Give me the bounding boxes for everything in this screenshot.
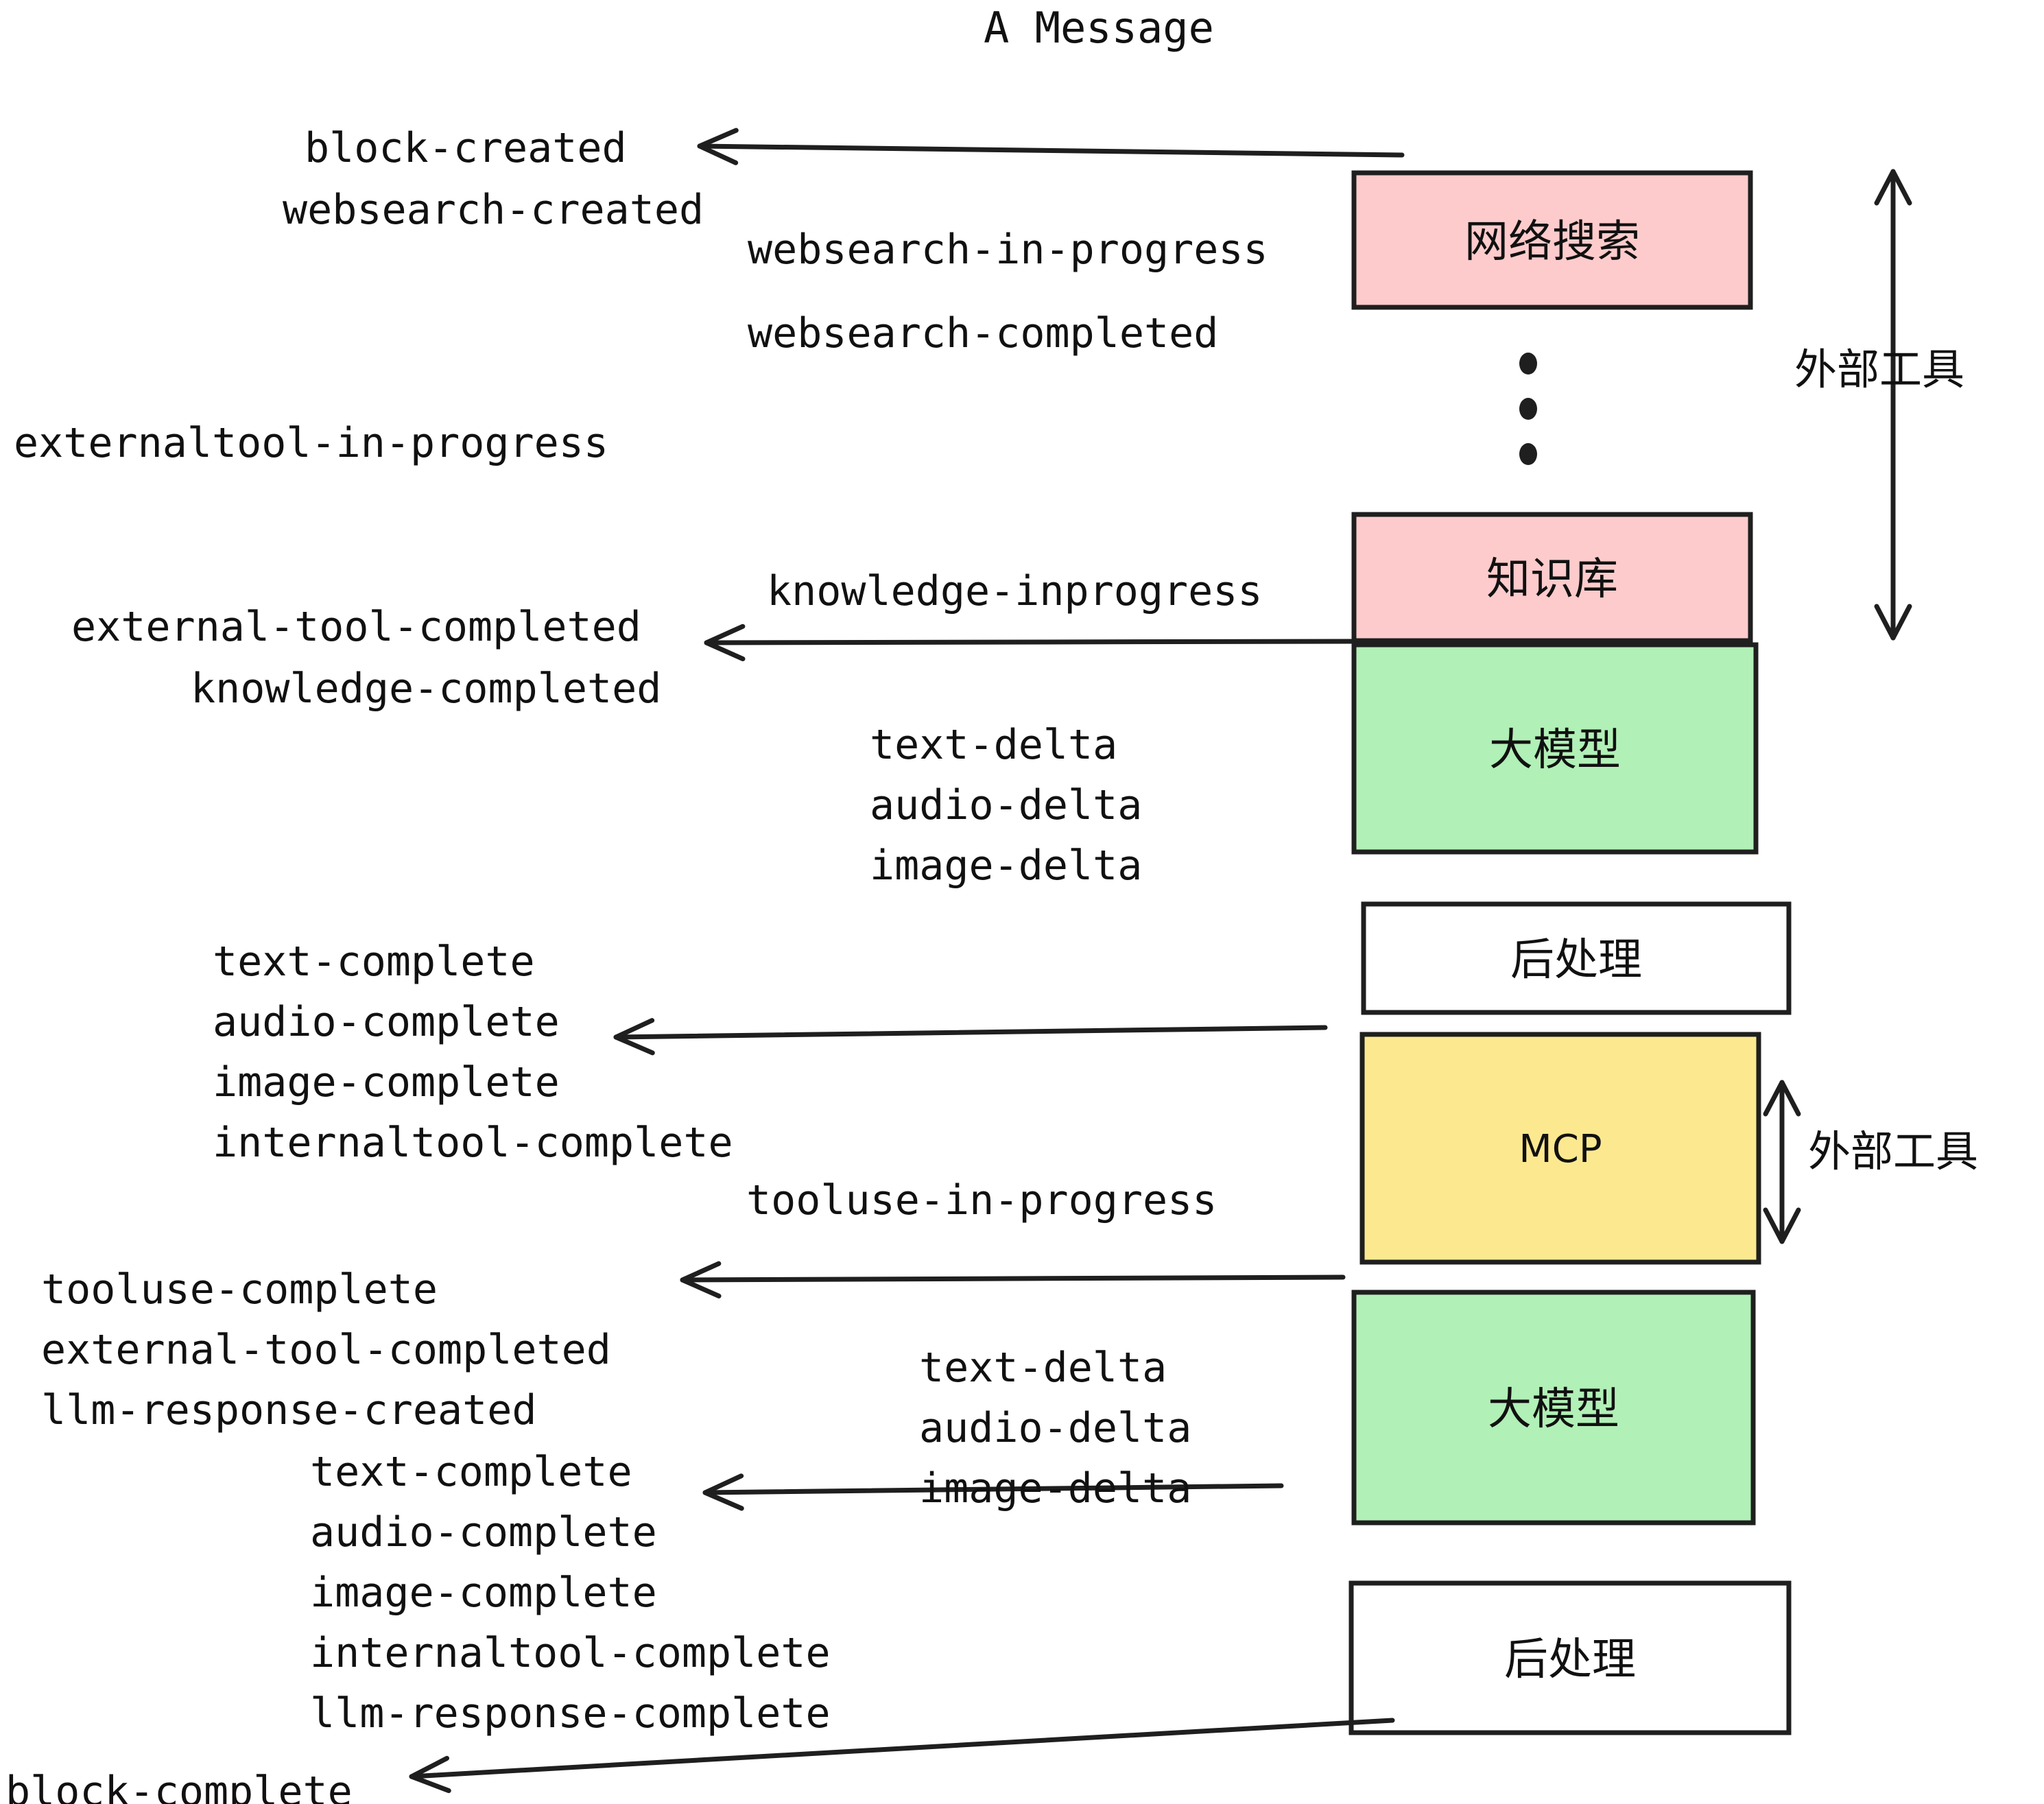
event-group-group-j: text-delta audio-delta image-delta bbox=[919, 1344, 1191, 1512]
external-tool-group-label: 外部工具 bbox=[1794, 344, 1964, 394]
node-websearch[interactable]: 网络搜索 bbox=[1351, 170, 1753, 310]
external-tool-group-label: 外部工具 bbox=[1808, 1126, 1978, 1176]
event-label: image-delta bbox=[870, 842, 1142, 890]
external-tool-range-top bbox=[1874, 169, 1912, 641]
node-knowledge-label: 知识库 bbox=[1486, 554, 1618, 605]
node-post-top-rect bbox=[1361, 901, 1792, 1015]
event-group-group-d: knowledge-inprogress bbox=[767, 567, 1262, 615]
block-created-arrow bbox=[697, 128, 1405, 165]
event-group-group-i: tooluse-complete external-tool-completed l… bbox=[41, 1266, 611, 1434]
node-websearch-rect bbox=[1351, 170, 1753, 310]
block-complete-arrow bbox=[409, 1718, 1395, 1794]
node-knowledge[interactable]: 知识库 bbox=[1351, 512, 1753, 643]
external-tool-range-bottom bbox=[1763, 1080, 1801, 1244]
image-complete-arrow-head-icon bbox=[613, 1018, 655, 1056]
event-label: tooluse-complete bbox=[41, 1266, 438, 1314]
event-label: audio-complete bbox=[310, 1508, 657, 1556]
event-label: image-complete bbox=[213, 1058, 560, 1106]
node-post-top[interactable]: 后处理 bbox=[1361, 901, 1792, 1015]
node-llm-top-rect bbox=[1351, 642, 1759, 855]
node-llm-bottom-label: 大模型 bbox=[1488, 1384, 1619, 1435]
event-group-group-a: block-created websearch-created bbox=[283, 124, 704, 234]
external-tool-range-bottom-up-head-icon bbox=[1763, 1080, 1801, 1117]
event-labels-group: block-created websearch-created websearch-… bbox=[5, 124, 1268, 1804]
event-label: text-complete bbox=[310, 1448, 632, 1496]
block-created-arrow-line bbox=[697, 143, 1405, 158]
external-tool-range-top-up-head-icon bbox=[1874, 169, 1912, 206]
event-group-group-c: externaltool-in-progress bbox=[14, 419, 608, 467]
node-mcp-rect bbox=[1359, 1032, 1761, 1265]
diagram-title: A Message bbox=[984, 3, 1214, 53]
ellipsis-dot-icon bbox=[1519, 353, 1537, 375]
event-group-group-f: text-delta audio-delta image-delta bbox=[870, 721, 1142, 890]
event-label: external-tool-completed bbox=[41, 1326, 611, 1374]
event-label: external-tool-completed bbox=[71, 603, 641, 651]
event-label: websearch-in-progress bbox=[748, 226, 1268, 274]
tooluse-complete-arrow-line bbox=[680, 1274, 1346, 1283]
event-label: text-delta bbox=[919, 1344, 1167, 1392]
event-label: block-created bbox=[305, 124, 627, 172]
node-mcp-label: MCP bbox=[1519, 1127, 1602, 1172]
event-label: externaltool-in-progress bbox=[14, 419, 608, 467]
event-label: text-delta bbox=[870, 721, 1117, 769]
block-complete-arrow-line bbox=[409, 1718, 1395, 1779]
event-label: websearch-created bbox=[283, 186, 704, 234]
external-tool-range-bottom-down-head-icon bbox=[1763, 1207, 1801, 1244]
node-llm-bottom[interactable]: 大模型 bbox=[1351, 1290, 1756, 1526]
event-group-group-b: websearch-in-progress websearch-completed bbox=[748, 226, 1268, 357]
knowledge-completed-arrow-line bbox=[704, 639, 1354, 645]
node-mcp[interactable]: MCP bbox=[1359, 1032, 1761, 1265]
event-label: image-complete bbox=[310, 1569, 657, 1617]
arrows-group bbox=[409, 128, 1405, 1794]
external-tool-range-top-down-head-icon bbox=[1874, 604, 1912, 641]
ellipsis-dot-icon bbox=[1519, 443, 1537, 465]
event-label: llm-response-created bbox=[41, 1386, 536, 1434]
event-label: tooluse-in-progress bbox=[746, 1176, 1217, 1224]
node-post-bottom[interactable]: 后处理 bbox=[1348, 1580, 1792, 1735]
knowledge-completed-arrow-head-icon bbox=[704, 624, 746, 662]
event-label: audio-delta bbox=[870, 781, 1142, 829]
event-label: llm-response-complete bbox=[310, 1689, 831, 1737]
event-label: knowledge-inprogress bbox=[767, 567, 1262, 615]
event-label: knowledge-completed bbox=[191, 665, 661, 713]
audio-complete-arrow-head-icon bbox=[702, 1473, 744, 1511]
event-label: internaltool-complete bbox=[213, 1119, 733, 1167]
node-post-top-label: 后处理 bbox=[1510, 935, 1642, 986]
event-label: audio-delta bbox=[919, 1404, 1191, 1452]
event-group-group-l: block-complete bbox=[5, 1768, 353, 1804]
range-arrows-group bbox=[1763, 169, 1912, 1244]
block-complete-arrow-head-icon bbox=[409, 1755, 451, 1794]
node-websearch-label: 网络搜索 bbox=[1464, 217, 1640, 268]
block-created-arrow-head-icon bbox=[697, 128, 739, 165]
event-group-group-k: text-complete audio-complete image-complet… bbox=[310, 1448, 831, 1737]
tooluse-complete-arrow bbox=[680, 1261, 1346, 1298]
ellipsis-dot-icon bbox=[1519, 398, 1537, 420]
event-label: image-delta bbox=[919, 1464, 1191, 1512]
event-group-group-h: tooluse-in-progress bbox=[746, 1176, 1217, 1224]
node-knowledge-rect bbox=[1351, 512, 1753, 643]
audio-complete-arrow-line bbox=[702, 1483, 1284, 1495]
node-post-bottom-label: 后处理 bbox=[1504, 1635, 1636, 1685]
node-llm-top[interactable]: 大模型 bbox=[1351, 642, 1759, 855]
event-label: block-complete bbox=[5, 1768, 353, 1804]
node-llm-top-label: 大模型 bbox=[1489, 725, 1621, 776]
event-group-group-g: text-complete audio-complete image-complet… bbox=[213, 938, 733, 1167]
ellipsis-dots-group bbox=[1519, 353, 1537, 465]
knowledge-completed-arrow bbox=[704, 624, 1354, 662]
event-label: text-complete bbox=[213, 938, 535, 986]
tooluse-complete-arrow-head-icon bbox=[680, 1261, 722, 1298]
event-label: audio-complete bbox=[213, 998, 560, 1046]
image-complete-arrow-line bbox=[613, 1025, 1328, 1040]
event-group-group-e: external-tool-completed knowledge-complet… bbox=[71, 603, 661, 713]
image-complete-arrow bbox=[613, 1018, 1328, 1056]
audio-complete-arrow bbox=[702, 1473, 1284, 1511]
event-label: internaltool-complete bbox=[310, 1629, 831, 1677]
node-llm-bottom-rect bbox=[1351, 1290, 1756, 1526]
node-post-bottom-rect bbox=[1348, 1580, 1792, 1735]
event-label: websearch-completed bbox=[748, 309, 1218, 357]
